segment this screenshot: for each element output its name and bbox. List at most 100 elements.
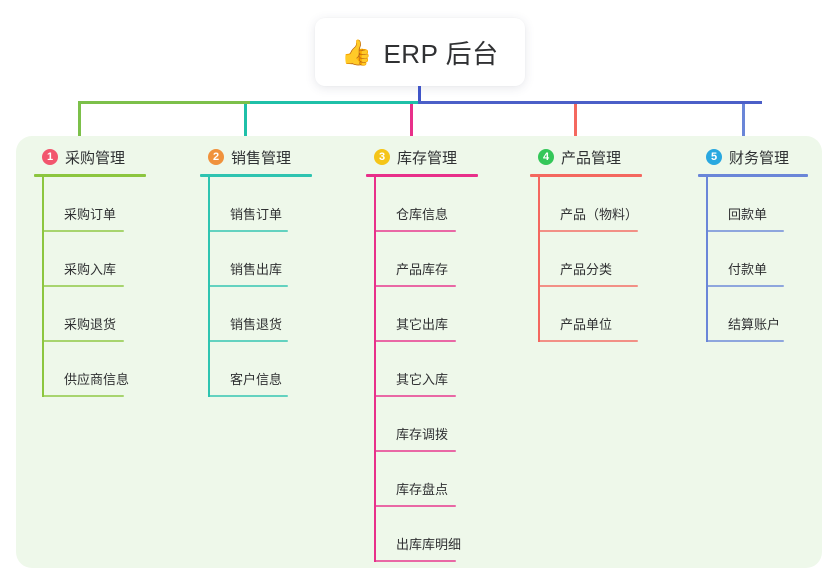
column-header-rule-inventory: [366, 174, 478, 177]
list-item-rule: [538, 285, 638, 287]
bus-blue: [418, 101, 762, 104]
list-item[interactable]: 销售出库: [200, 232, 332, 287]
root-node[interactable]: 👍 ERP 后台: [315, 18, 525, 86]
column-title-product: 产品管理: [561, 149, 622, 167]
list-item[interactable]: 产品单位: [530, 287, 662, 342]
list-item-rule: [374, 395, 456, 397]
list-item[interactable]: 其它出库: [366, 287, 498, 342]
list-item-label: 回款单: [728, 207, 768, 222]
column-header-rule-product: [530, 174, 642, 177]
list-item[interactable]: 仓库信息: [366, 177, 498, 232]
list-item-rule: [374, 505, 456, 507]
column-index-badge-purchase: 1: [42, 149, 58, 165]
list-item-label: 仓库信息: [396, 207, 449, 222]
list-item-label: 采购订单: [64, 207, 117, 222]
drop-connector-purchase: [78, 104, 81, 136]
list-item-rule: [42, 285, 124, 287]
column-title-sales: 销售管理: [231, 149, 292, 167]
column-index-badge-finance: 5: [706, 149, 722, 165]
list-item-label: 库存调拨: [396, 427, 449, 442]
list-item-label: 供应商信息: [64, 372, 130, 387]
list-item-rule: [42, 230, 124, 232]
column-trunk-inventory: [374, 177, 376, 562]
list-item-label: 销售订单: [230, 207, 283, 222]
root-stem-connector: [418, 86, 421, 103]
list-item[interactable]: 产品库存: [366, 232, 498, 287]
list-item-label: 其它入库: [396, 372, 449, 387]
list-item-label: 付款单: [728, 262, 768, 277]
list-item-label: 产品分类: [560, 262, 613, 277]
column-trunk-purchase: [42, 177, 44, 397]
column-trunk-product: [538, 177, 540, 342]
list-item-rule: [374, 340, 456, 342]
list-item-label: 采购退货: [64, 317, 117, 332]
list-item[interactable]: 客户信息: [200, 342, 332, 397]
list-item-label: 结算账户: [728, 317, 781, 332]
bus-green: [78, 101, 250, 104]
list-item[interactable]: 采购入库: [34, 232, 166, 287]
column-items-sales: 销售订单销售出库销售退货客户信息: [200, 177, 332, 397]
column-index-badge-product: 4: [538, 149, 554, 165]
column-title-purchase: 采购管理: [65, 149, 126, 167]
list-item-rule: [706, 230, 784, 232]
list-item[interactable]: 产品（物料）: [530, 177, 662, 232]
list-item[interactable]: 库存盘点: [366, 452, 498, 507]
column-header-purchase[interactable]: 1 采购管理: [34, 144, 166, 170]
list-item-label: 销售出库: [230, 262, 283, 277]
list-item[interactable]: 出库库明细: [366, 507, 498, 562]
list-item-label: 出库库明细: [396, 537, 462, 552]
column-trunk-sales: [208, 177, 210, 397]
list-item[interactable]: 销售订单: [200, 177, 332, 232]
bus-teal: [250, 101, 420, 104]
list-item[interactable]: 产品分类: [530, 232, 662, 287]
column-header-product[interactable]: 4 产品管理: [530, 144, 662, 170]
list-item-rule: [374, 230, 456, 232]
list-item[interactable]: 付款单: [698, 232, 828, 287]
column-items-finance: 回款单付款单结算账户: [698, 177, 828, 342]
list-item[interactable]: 其它入库: [366, 342, 498, 397]
list-item-rule: [706, 285, 784, 287]
list-item-rule: [42, 395, 124, 397]
list-item-rule: [208, 395, 288, 397]
list-item[interactable]: 销售退货: [200, 287, 332, 342]
thumbs-up-icon: 👍: [341, 37, 373, 67]
column-header-rule-finance: [698, 174, 808, 177]
column-header-rule-sales: [200, 174, 312, 177]
list-item-label: 产品库存: [396, 262, 449, 277]
list-item-rule: [374, 450, 456, 452]
list-item-label: 采购入库: [64, 262, 117, 277]
list-item[interactable]: 采购订单: [34, 177, 166, 232]
list-item-rule: [538, 340, 638, 342]
drop-connector-product: [574, 104, 577, 136]
column-trunk-finance: [706, 177, 708, 342]
column-items-product: 产品（物料） 产品分类产品单位: [530, 177, 662, 342]
list-item[interactable]: 结算账户: [698, 287, 828, 342]
column-product: 4 产品管理产品（物料） 产品分类产品单位: [530, 144, 662, 342]
column-purchase: 1 采购管理采购订单采购入库采购退货供应商信息: [34, 144, 166, 397]
list-item-rule: [374, 560, 456, 562]
column-items-inventory: 仓库信息产品库存其它出库其它入库库存调拨库存盘点出库库明细: [366, 177, 498, 562]
list-item-rule: [706, 340, 784, 342]
list-item-label: 其它出库: [396, 317, 449, 332]
drop-connector-inventory: [410, 104, 413, 136]
list-item-label: 产品（物料）: [560, 207, 639, 222]
list-item-label: 销售退货: [230, 317, 283, 332]
column-items-purchase: 采购订单采购入库采购退货供应商信息: [34, 177, 166, 397]
list-item[interactable]: 供应商信息: [34, 342, 166, 397]
column-index-badge-inventory: 3: [374, 149, 390, 165]
list-item[interactable]: 回款单: [698, 177, 828, 232]
list-item[interactable]: 库存调拨: [366, 397, 498, 452]
list-item[interactable]: 采购退货: [34, 287, 166, 342]
list-item-rule: [208, 230, 288, 232]
list-item-label: 产品单位: [560, 317, 613, 332]
drop-connector-finance: [742, 104, 745, 136]
diagram-background-panel: [16, 136, 822, 568]
list-item-label: 客户信息: [230, 372, 283, 387]
